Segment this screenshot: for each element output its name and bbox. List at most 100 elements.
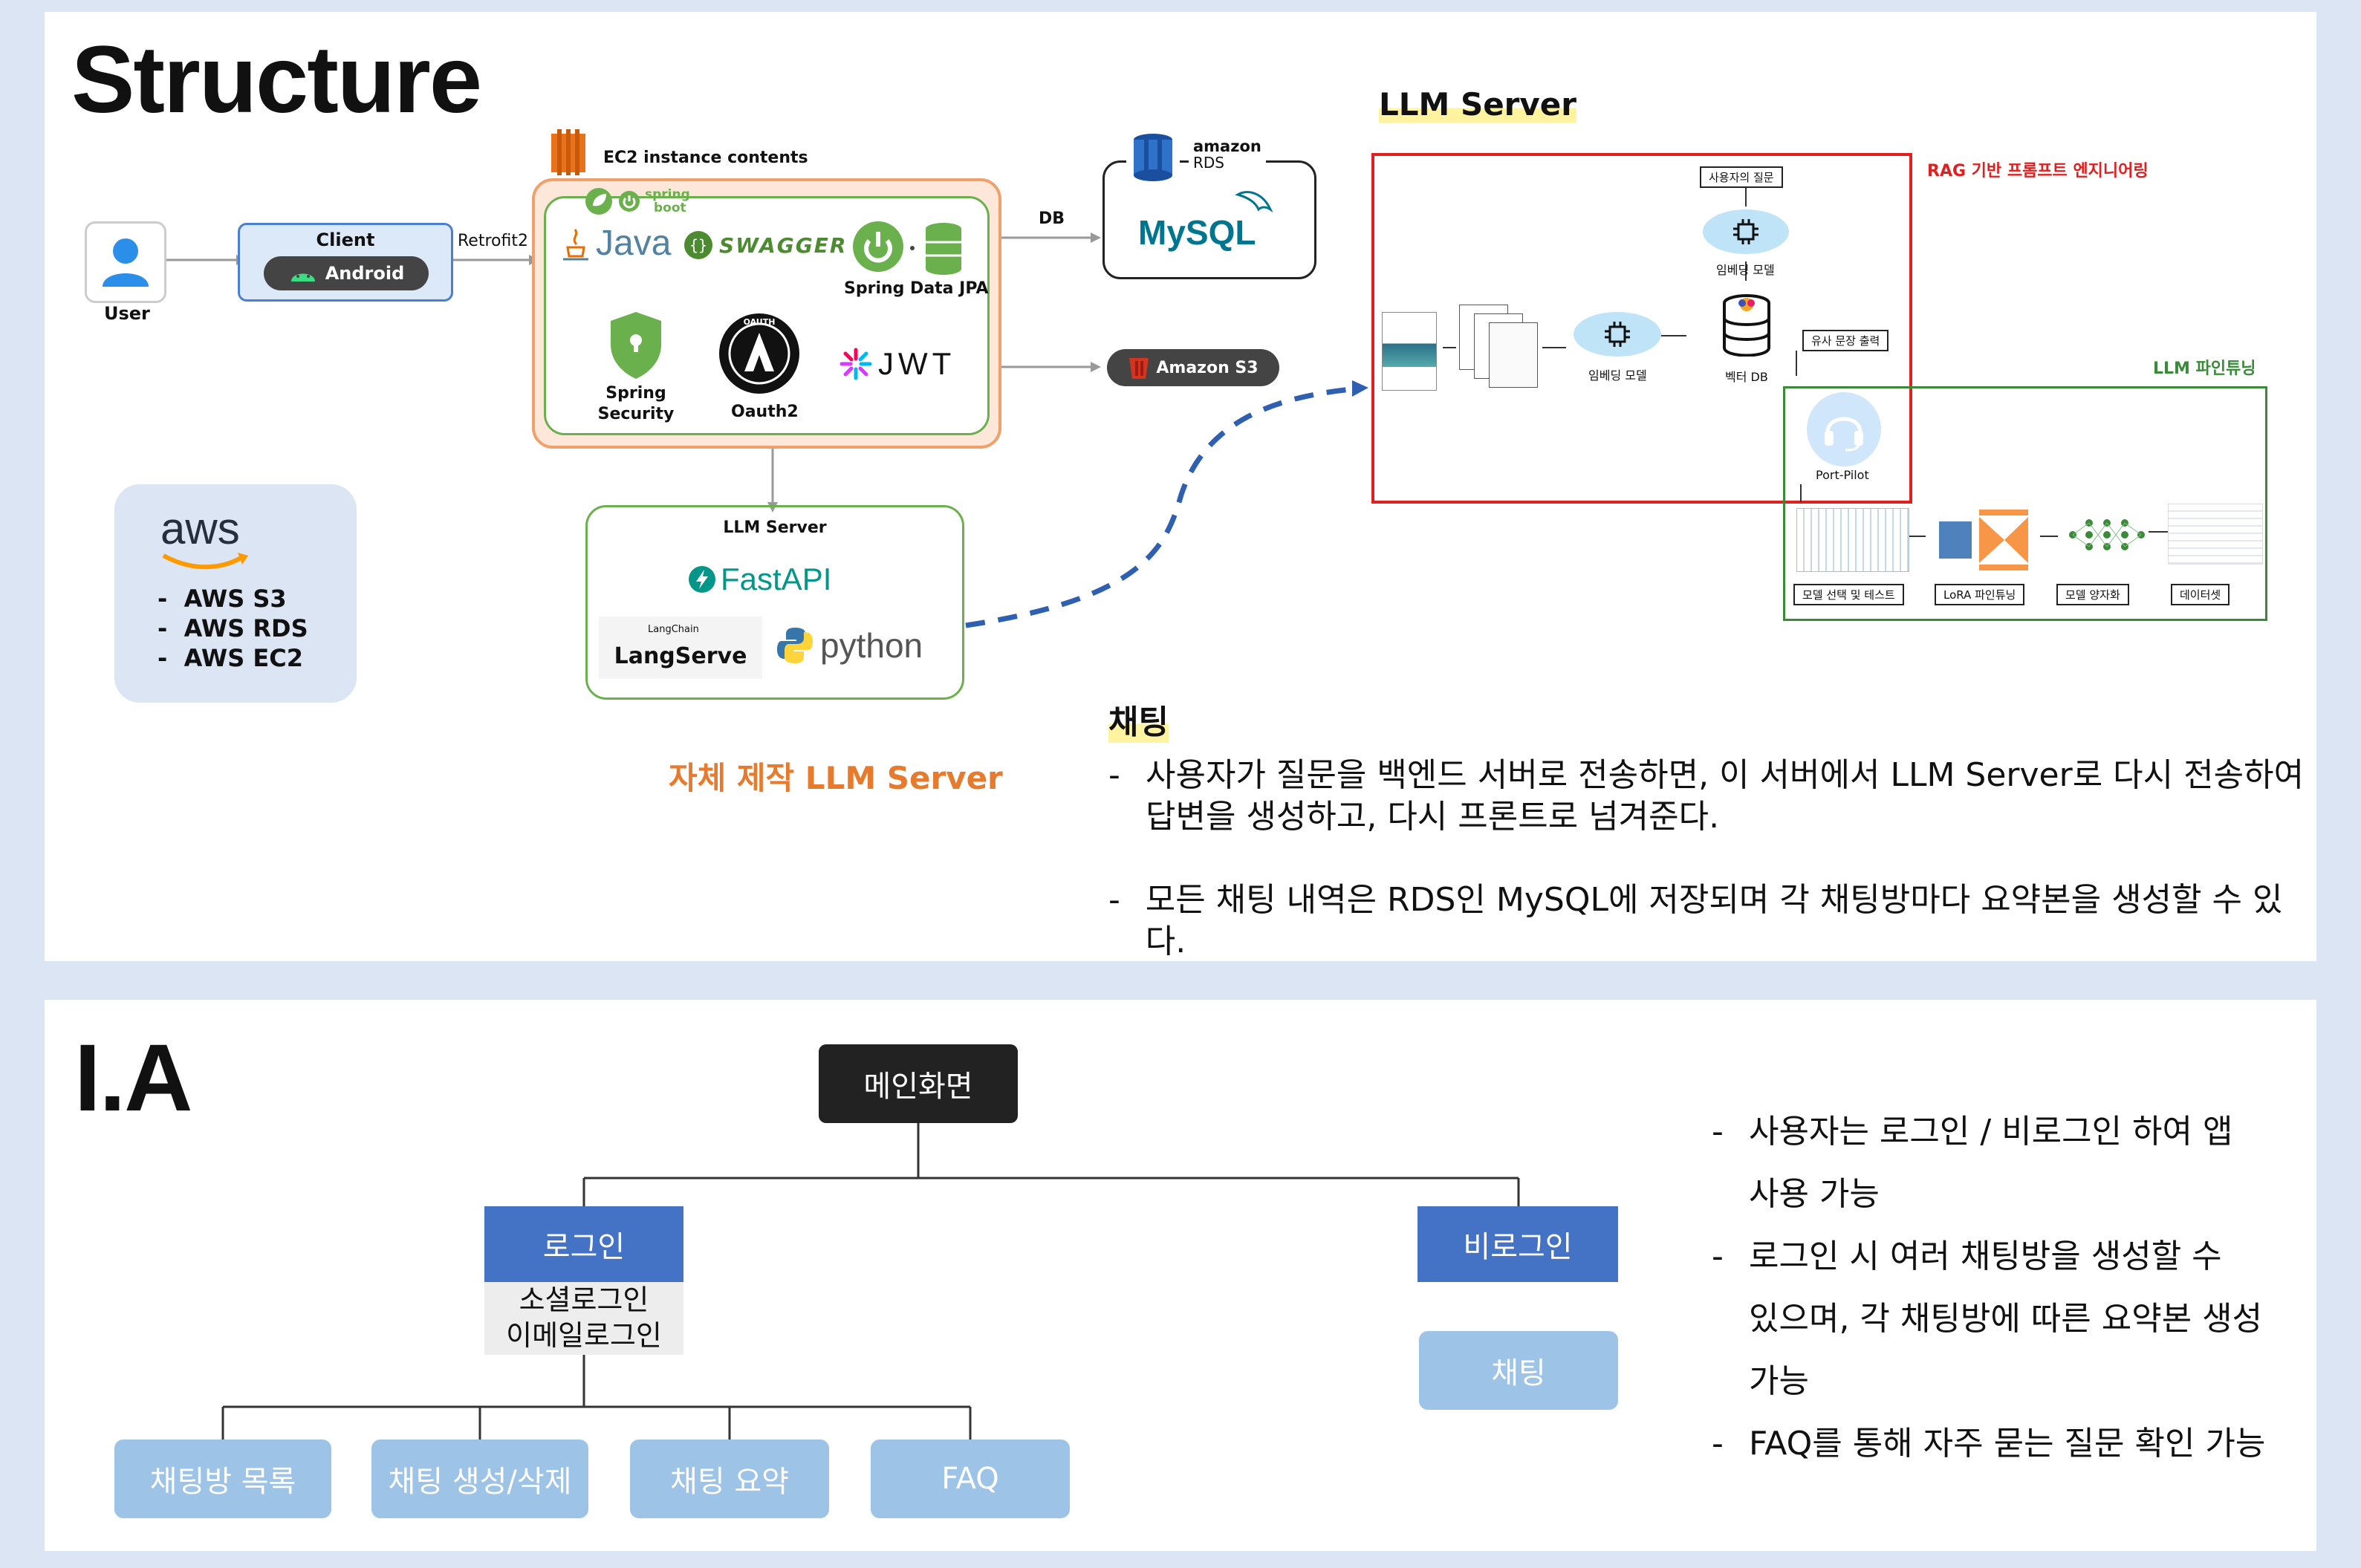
login-method: 이메일로그인: [506, 1319, 662, 1352]
feature-node: 채팅 생성/삭제: [371, 1439, 588, 1518]
finetune-step-label: 모델 양자화: [2056, 584, 2129, 605]
mysql-label: MySQL: [1138, 213, 1256, 252]
model-test-thumbnail: [1796, 508, 1909, 572]
s3-bucket-icon: [1129, 358, 1149, 379]
swagger-logo: {} SWAGGER: [683, 230, 847, 260]
java-logo: Java: [562, 223, 671, 264]
aws-list: - AWS S3 - AWS RDS - AWS EC2: [157, 584, 308, 673]
retrofit-label: Retrofit2: [458, 232, 528, 250]
ec2-label: EC2 instance contents: [603, 149, 808, 167]
structure-panel: Structure User Client And: [45, 12, 2316, 961]
ia-tree-lines: [221, 1123, 1520, 1439]
spring-boot-word-2: boot: [654, 201, 686, 215]
main-screen-node: 메인화면: [819, 1044, 1018, 1123]
chat-bullet: - 사용자가 질문을 백엔드 서버로 전송하면, 이 서버에서 LLM Serv…: [1108, 756, 2305, 836]
langserve-card: LangChain LangServe: [599, 617, 762, 679]
aws-item: - AWS S3: [157, 585, 287, 613]
ia-panel: I.A 메인화면 로그인 소셜로그인 이메일로그인 비로그인 채팅 채팅방 목록…: [45, 1000, 2316, 1551]
android-icon: [290, 273, 315, 282]
llm-server-title: LLM Server: [1379, 86, 1576, 123]
headset-icon: [1825, 417, 1863, 452]
structure-connectors: [163, 232, 1368, 628]
spring-security-label: Spring Security: [594, 383, 678, 425]
db-label: DB: [1039, 209, 1065, 228]
chip-icon: [1605, 322, 1630, 347]
guest-chat-node: 채팅: [1419, 1331, 1618, 1410]
vector-db-label: 벡터 DB: [1725, 370, 1768, 384]
feature-node: 채팅방 목록: [114, 1439, 331, 1518]
finetune-step-label: 데이터셋: [2171, 584, 2230, 605]
similar-output-tag: 유사 문장 출력: [1802, 330, 1889, 351]
chat-bullet: - 모든 채팅 내역은 RDS인 MySQL에 저장되며 각 채팅방마다 요약본…: [1108, 881, 2283, 960]
document-thumbnail: [1382, 312, 1437, 391]
login-node: 로그인: [484, 1206, 683, 1282]
android-pill: Android: [264, 256, 429, 290]
dataset-thumbnail: [2168, 504, 2263, 565]
lora-diagram-icon: [1936, 505, 2033, 575]
client-title: Client: [316, 230, 375, 250]
ia-bullet: - FAQ를 통해 자주 묻는 질문 확인 가능: [1712, 1425, 2266, 1463]
llm-local-title: LLM Server: [723, 518, 827, 537]
rds-text: amazon RDS: [1189, 138, 1266, 171]
llm-flow-arrows: [1443, 187, 2169, 537]
feature-node: FAQ: [871, 1439, 1070, 1518]
python-label: python: [820, 626, 923, 665]
mysql-logo: MySQL: [1138, 212, 1256, 253]
oauth-ring-text: OAUTH: [744, 317, 776, 327]
ec2-icon: [547, 128, 590, 177]
finetune-box: [1783, 386, 2267, 621]
quantization-icon: [2065, 513, 2147, 557]
rds-amazon-label: amazon: [1193, 137, 1261, 155]
jwt-logo: JWT: [839, 346, 955, 382]
jwt-label: JWT: [878, 346, 956, 381]
chat-heading: 채팅: [1108, 695, 1169, 743]
aws-smile-icon: [162, 553, 248, 570]
spring-data-jpa-icon: [851, 220, 970, 279]
spring-boot-logo: spring boot: [584, 183, 703, 220]
embedding-model-mid-label: 임베딩 모델: [1588, 368, 1647, 383]
swagger-label: SWAGGER: [719, 232, 848, 258]
android-label: Android: [325, 263, 405, 284]
client-box: Client Android: [238, 223, 453, 302]
oauth-icon: OAUTH: [718, 312, 801, 395]
spring-security-word-2: Security: [597, 405, 675, 423]
java-cup-icon: [563, 228, 588, 260]
langchain-label: LangChain: [648, 624, 699, 635]
aws-logo-text: aws: [160, 504, 240, 553]
spring-security-word-1: Spring: [605, 384, 666, 403]
feature-node: 채팅 요약: [630, 1439, 829, 1518]
python-logo: python: [776, 625, 923, 666]
user-node: [85, 221, 166, 303]
java-label: Java: [596, 224, 672, 263]
mysql-dolphin-icon: [1235, 191, 1273, 213]
s3-pill: Amazon S3: [1107, 349, 1279, 386]
embedding-model-top-icon: [1703, 209, 1789, 254]
spring-boot-word-1: spring: [645, 187, 690, 202]
port-pilot-label: Port-Pilot: [1816, 468, 1869, 482]
finetune-step-label: 모델 선택 및 테스트: [1793, 584, 1904, 605]
chip-icon: [1733, 219, 1758, 244]
python-icon: [777, 628, 813, 663]
power-icon: [619, 191, 640, 212]
question-tag: 사용자의 질문: [1700, 166, 1783, 188]
user-label: User: [104, 303, 150, 324]
port-pilot-icon: [1807, 392, 1881, 466]
finetune-label: LLM 파인튜닝: [2153, 360, 2256, 378]
jwt-star-icon: [839, 348, 872, 380]
aws-item: - AWS RDS: [157, 614, 308, 643]
login-methods: 소셜로그인 이메일로그인: [484, 1282, 683, 1355]
finetune-step-label: LoRA 파인튜닝: [1935, 584, 2025, 605]
structure-title: Structure: [71, 27, 482, 133]
aws-item: - AWS EC2: [157, 644, 303, 672]
custom-llm-caption: 자체 제작 LLM Server: [669, 760, 1003, 796]
rag-label: RAG 기반 프롬프트 엔지니어링: [1927, 162, 2149, 180]
rds-rds-label: RDS: [1193, 154, 1224, 172]
chat-description: - 사용자가 질문을 백엔드 서버로 전송하면, 이 서버에서 LLM Serv…: [1108, 755, 2316, 963]
spring-data-jpa-label: Spring Data JPA: [844, 279, 989, 298]
fastapi-icon: [689, 566, 715, 593]
llm-local-box: [585, 505, 964, 700]
vector-db-icon: [1721, 294, 1773, 357]
